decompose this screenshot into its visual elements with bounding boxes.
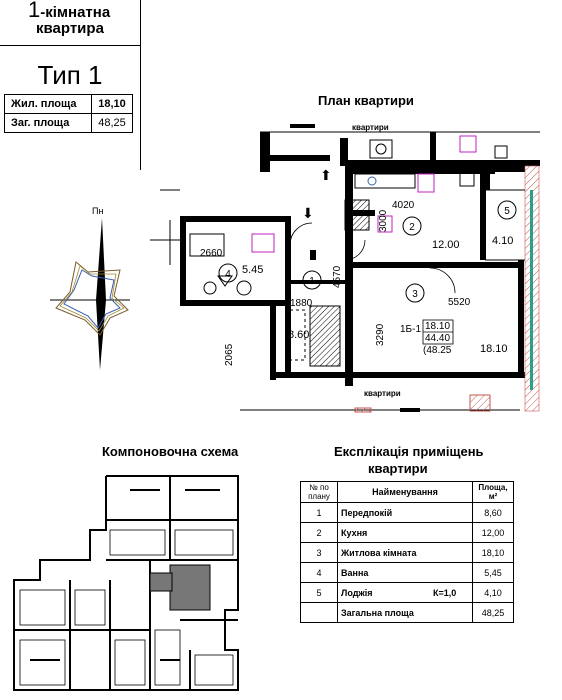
table-row: 4 Ванна 5,45 <box>300 562 514 583</box>
dimension-entry-depth: 2065 <box>224 343 235 366</box>
header-area: Площа, м² <box>472 481 514 503</box>
layout-scheme <box>13 475 239 691</box>
type-label: Тип 1 <box>37 60 103 90</box>
dimension-room-depth: 3290 <box>375 323 386 346</box>
row-num: 5 <box>300 582 338 603</box>
row-coef <box>430 542 473 563</box>
row-coef <box>430 562 473 583</box>
total-label: Загальна площа <box>337 602 473 623</box>
total-row: Загальна площа 48,25 <box>300 602 514 623</box>
explication-table: № по плану Найменування Площа, м² 1 Пере… <box>300 481 514 623</box>
row-num: 3 <box>300 542 338 563</box>
north-label: Пн <box>92 206 103 216</box>
total-area-value: 48,25 <box>91 113 133 133</box>
wind-rose-diagram: Пн <box>50 206 130 370</box>
room-number-3: 3 <box>412 289 418 300</box>
room-area-4: 5.45 <box>242 264 263 276</box>
living-area-row: Жил. площа 18,10 <box>4 94 133 114</box>
entry-arrow-icon: ⬆ <box>320 167 332 183</box>
stamp-useful-area: 44.40 <box>425 333 450 344</box>
row-name: Передпокій <box>337 502 430 523</box>
room-number-4: 4 <box>225 269 231 280</box>
total-value: 48,25 <box>472 602 514 623</box>
header-divider-horizontal <box>0 45 140 46</box>
explication-title-line1: Експлікація приміщень <box>334 444 484 459</box>
neighbor-bottom-label: квартири <box>364 389 401 398</box>
scheme-title: Компоновочна схема <box>102 444 239 459</box>
total-area-label: Заг. площа <box>4 113 92 133</box>
header-name: Найменування <box>337 481 473 503</box>
room-number-1: 1 <box>309 276 315 287</box>
room-number-2: 2 <box>409 222 415 233</box>
row-name: Ванна <box>337 562 430 583</box>
dimension-room-width: 5520 <box>448 297 471 308</box>
area-summary-table: Жил. площа 18,10 Заг. площа 48,25 <box>4 94 133 133</box>
table-header-row: № по плану Найменування Площа, м² <box>300 481 514 503</box>
row-area: 8,60 <box>472 502 514 523</box>
stamp-code: 1Б-1 <box>400 324 421 335</box>
row-num: 1 <box>300 502 338 523</box>
row-coef: К=1,0 <box>430 582 473 603</box>
rooms-count: 1 <box>28 0 41 22</box>
table-row: 3 Житлова кімната 18,10 <box>300 542 514 563</box>
table-row: 1 Передпокій 8,60 <box>300 502 514 523</box>
dimension-kitchen-depth: 3000 <box>378 209 389 232</box>
table-row: 5 Лоджія К=1,0 4,10 <box>300 582 514 603</box>
room-area-5: 4.10 <box>492 235 513 247</box>
row-num: 2 <box>300 522 338 543</box>
living-area-label: Жил. площа <box>4 94 92 114</box>
flat-type-line2: квартира <box>36 20 104 37</box>
floor-plan: квартири ⬆ ⬇ <box>150 123 540 413</box>
dimension-hall-depth: 4570 <box>332 265 343 288</box>
row-area: 18,10 <box>472 542 514 563</box>
total-area-row: Заг. площа 48,25 <box>4 113 133 133</box>
row-name: Кухня <box>337 522 430 543</box>
stamp-total-area: (48.25 <box>423 345 452 356</box>
room-area-1: 8.60 <box>288 329 309 341</box>
explication-title-line2: квартири <box>368 461 428 476</box>
dimension-hall-width: 1880 <box>290 298 313 309</box>
dimension-bath-width: 2660 <box>200 248 223 259</box>
plan-title: План квартири <box>318 93 414 108</box>
room-area-2: 12.00 <box>432 239 460 251</box>
header-num: № по плану <box>300 481 338 503</box>
row-area: 12,00 <box>472 522 514 543</box>
flat-type-title: 1-кімнатна квартира <box>28 0 111 37</box>
room-area-3: 18.10 <box>480 343 508 355</box>
neighbor-top-label: квартири <box>352 123 389 132</box>
row-coef <box>430 502 473 523</box>
wind-rose-july <box>63 269 121 329</box>
row-coef <box>430 522 473 543</box>
table-row: 2 Кухня 12,00 <box>300 522 514 543</box>
total-row-blank <box>300 602 338 623</box>
flat-type-line1: -кімнатна <box>40 4 111 21</box>
row-num: 4 <box>300 562 338 583</box>
living-area-value: 18,10 <box>91 94 133 114</box>
row-name: Житлова кімната <box>337 542 430 563</box>
wind-rose-january <box>55 261 129 336</box>
wind-rose-annual <box>59 265 125 332</box>
highlighted-apartment <box>169 564 211 611</box>
row-name: Лоджія <box>337 582 430 603</box>
row-area: 5,45 <box>472 562 514 583</box>
room-number-5: 5 <box>504 206 510 217</box>
stamp-living-area: 18.10 <box>425 321 450 332</box>
compass-needle <box>96 218 106 370</box>
row-area: 4,10 <box>472 582 514 603</box>
entry-arrow-icon: ⬇ <box>302 205 314 221</box>
header-divider-vertical <box>140 0 141 170</box>
dimension-kitchen-width: 4020 <box>392 200 415 211</box>
